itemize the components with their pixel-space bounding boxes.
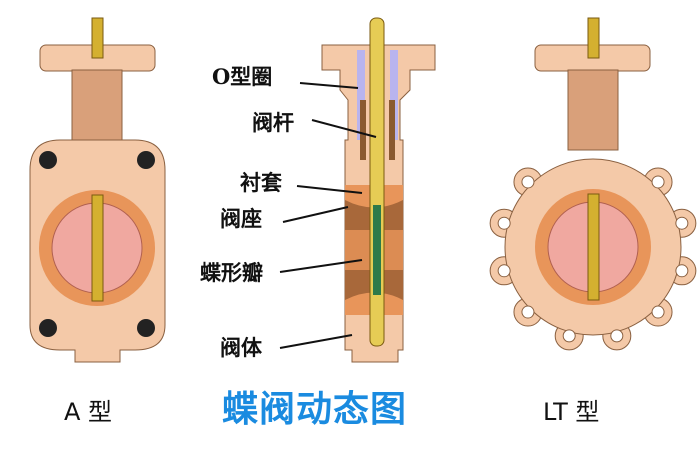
section-valve <box>321 17 436 363</box>
a-type-valve <box>29 17 166 363</box>
label-seat: 阀座 <box>220 206 262 231</box>
bolt-hole <box>651 305 665 319</box>
label-body: 阀体 <box>220 335 262 360</box>
bolt-hole <box>675 264 689 278</box>
bolt-hole <box>521 305 535 319</box>
bolt-hole <box>675 216 689 230</box>
lt-type-valve <box>489 17 697 351</box>
label-disc: 蝶形瓣 <box>200 260 263 285</box>
leader-lines <box>279 82 377 349</box>
label-stem: 阀杆 <box>252 110 294 135</box>
caption-lt-type: LT 型 <box>543 398 600 426</box>
bolt-hole <box>562 329 576 343</box>
bolt-hole <box>610 329 624 343</box>
label-o-ring: O型圈 <box>212 64 273 89</box>
diagram-title: 蝶阀动态图 <box>222 389 408 430</box>
bolt-hole <box>651 175 665 189</box>
label-bushing: 衬套 <box>240 170 282 195</box>
bolt-hole <box>497 264 511 278</box>
bolt-hole <box>497 216 511 230</box>
caption-a-type: A 型 <box>64 398 113 426</box>
bolt-hole <box>521 175 535 189</box>
